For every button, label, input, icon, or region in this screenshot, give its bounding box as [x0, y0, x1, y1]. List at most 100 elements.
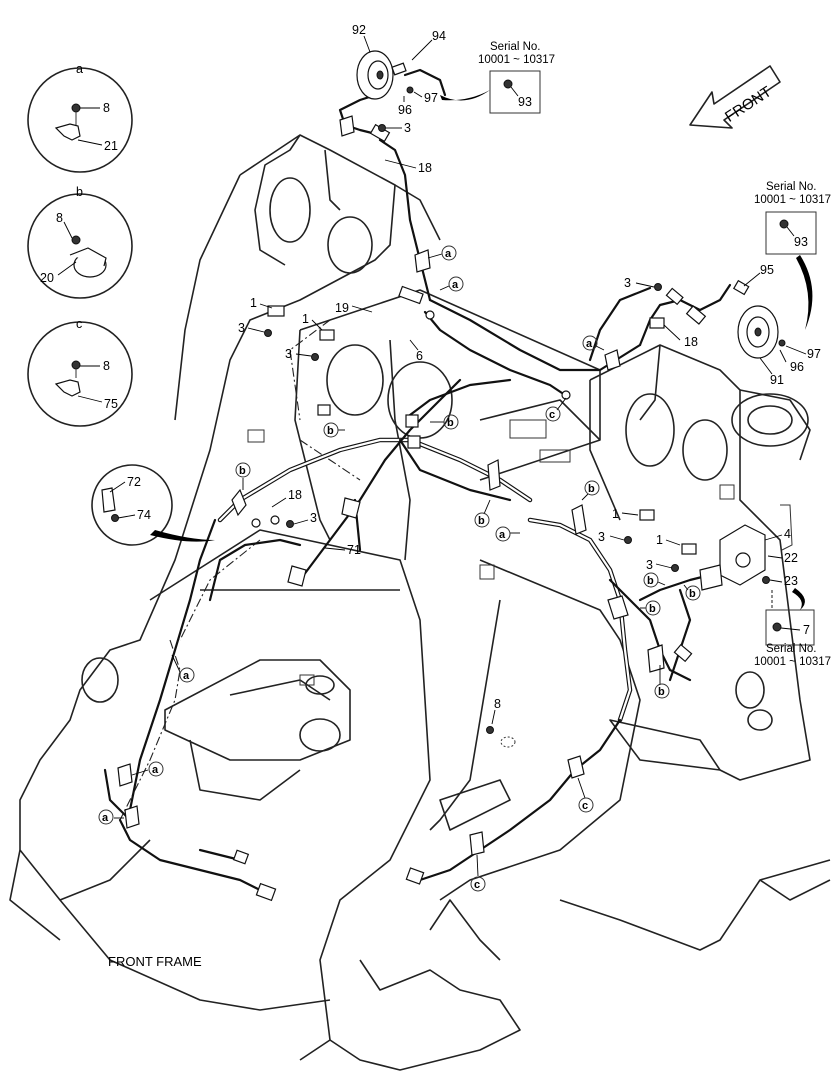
harness-route-dashed [119, 319, 361, 821]
callouts-right-horn: 3 95 18 97 96 91 [624, 263, 821, 387]
front-label: FRONT [722, 83, 775, 125]
bubble-a-1: a [427, 245, 457, 261]
callout-1-c: 1 [612, 507, 619, 521]
callout-1-b: 1 [302, 312, 309, 326]
svg-text:b: b [239, 465, 246, 477]
serial-top-line1: Serial No. [490, 41, 541, 53]
callout-96-right: 96 [790, 360, 804, 374]
serial-lower-line2: 10001 ~ 10317 [754, 656, 831, 668]
svg-text:a: a [499, 529, 506, 541]
detail-c-part-2: 75 [104, 397, 118, 411]
serial-box-lower: 7 Serial No. 10001 ~ 10317 [754, 588, 831, 668]
bubble-b-1: b [323, 422, 345, 438]
svg-text:a: a [183, 670, 190, 682]
serial-top-line2: 10001 ~ 10317 [478, 54, 555, 66]
callout-92: 92 [352, 23, 366, 37]
callout-18-low: 18 [288, 488, 302, 502]
detail-72-74: 72 74 [91, 464, 215, 546]
bubble-b-3: b [235, 462, 251, 490]
serial-right-part: 93 [794, 235, 808, 249]
front-direction-arrow: FRONT [689, 65, 781, 129]
bubble-a-5: a [171, 654, 195, 683]
horn-top [356, 50, 414, 100]
callouts-top-horn: 92 94 97 96 3 18 [352, 23, 446, 175]
svg-text:b: b [649, 603, 656, 615]
serial-right-line2: 10001 ~ 10317 [754, 194, 831, 206]
callout-19: 19 [335, 301, 349, 315]
callout-3-a: 3 [238, 321, 245, 335]
detail-b-part-1: 8 [56, 211, 63, 225]
callout-97: 97 [424, 91, 438, 105]
callouts-center: 8 [491, 697, 516, 748]
serial-top-part: 93 [518, 95, 532, 109]
svg-text:a: a [152, 764, 159, 776]
front-frame-structure [9, 134, 831, 1071]
svg-text:a: a [445, 248, 452, 260]
serial-box-top: Serial No. 10001 ~ 10317 93 [440, 41, 555, 114]
callout-91: 91 [770, 373, 784, 387]
bubble-b-4: b [474, 499, 491, 528]
callout-18-top: 18 [418, 161, 432, 175]
callout-95: 95 [760, 263, 774, 277]
callout-18-right: 18 [684, 335, 698, 349]
bolts [251, 124, 770, 734]
serial-box-right: Serial No. 10001 ~ 10317 93 [754, 181, 831, 330]
detail-b: b 8 20 [27, 185, 133, 299]
wire-harness [103, 68, 732, 897]
detail-c-letter: c [76, 317, 82, 331]
bubble-b-6: b [643, 572, 666, 588]
bubble-b-5: b [581, 480, 600, 501]
bubble-b-2: b [430, 414, 459, 430]
detail-c-part-1: 8 [103, 359, 110, 373]
callout-3-d: 3 [646, 558, 653, 572]
bubble-b-7: b [683, 584, 701, 601]
bubble-c-1: c [545, 397, 567, 422]
detail-part-74: 74 [137, 508, 151, 522]
svg-text:b: b [658, 686, 665, 698]
bubble-c-3: c [470, 854, 486, 892]
detail-b-letter: b [76, 185, 83, 199]
bubble-c-2: c [577, 777, 594, 813]
serial-lower-part: 7 [803, 623, 810, 637]
callout-4: 4 [784, 527, 791, 541]
bubble-a-7: a [98, 809, 124, 825]
callout-1-a: 1 [250, 296, 257, 310]
svg-text:b: b [689, 588, 696, 600]
detail-a-part-1: 8 [103, 101, 110, 115]
detail-a-letter: a [76, 62, 83, 76]
callout-8-center: 8 [494, 697, 501, 711]
callout-22: 22 [784, 551, 798, 565]
callout-3-c: 3 [598, 530, 605, 544]
detail-a: a 8 21 [27, 62, 133, 173]
detail-b-part-2: 20 [40, 271, 54, 285]
svg-text:b: b [647, 575, 654, 587]
bubble-a-2: a [439, 276, 464, 292]
callout-96: 96 [398, 103, 412, 117]
bubble-b-8: b [640, 600, 661, 616]
callout-3-low: 3 [310, 511, 317, 525]
detail-part-72: 72 [127, 475, 141, 489]
bubble-b-9: b [654, 665, 670, 699]
wire-clamps [117, 115, 665, 856]
svg-text:c: c [474, 879, 480, 891]
connectors [232, 123, 707, 902]
detail-c: c 8 75 [27, 317, 133, 427]
callout-3-top: 3 [404, 121, 411, 135]
svg-text:a: a [452, 279, 459, 291]
svg-text:b: b [447, 417, 454, 429]
svg-text:c: c [549, 409, 555, 421]
front-frame-caption: FRONT FRAME [108, 954, 202, 969]
svg-text:a: a [102, 812, 109, 824]
serial-right-line1: Serial No. [766, 181, 817, 193]
detail-a-part-2: 21 [104, 139, 118, 153]
horn-right [732, 279, 786, 359]
callout-1-d: 1 [656, 533, 663, 547]
callout-71: 71 [347, 543, 361, 557]
callouts-lower-right: 1 3 1 3 4 22 23 [598, 507, 798, 588]
bubble-a-3: a [582, 335, 605, 351]
bubble-a-6: a [131, 761, 164, 777]
svg-text:b: b [588, 483, 595, 495]
svg-text:a: a [586, 338, 593, 350]
